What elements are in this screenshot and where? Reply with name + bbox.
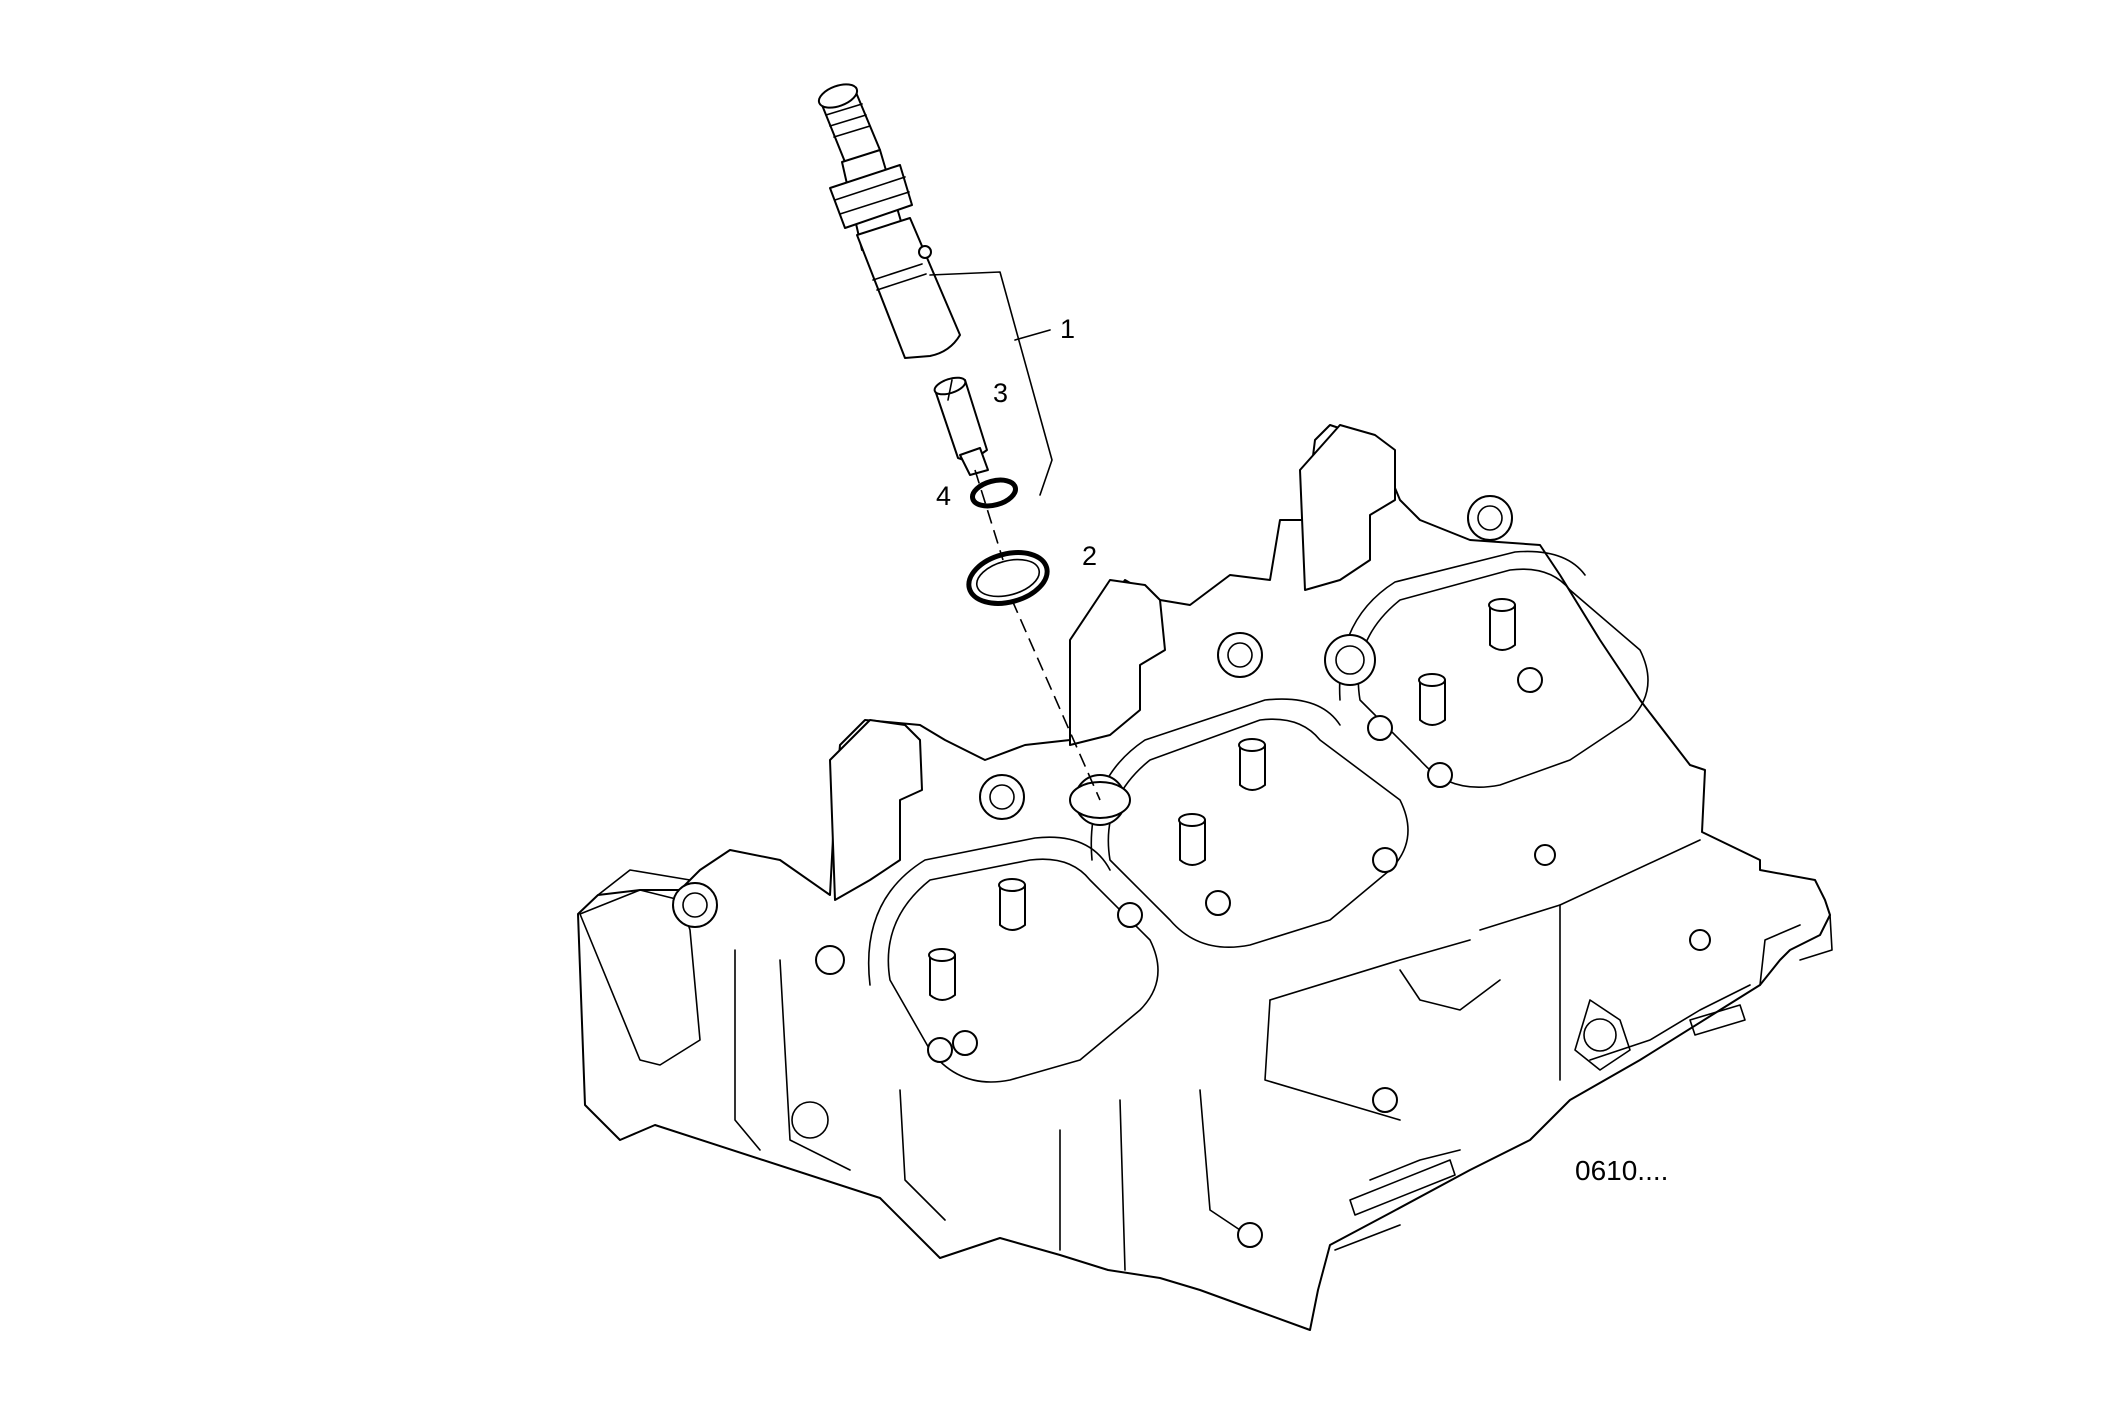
callout-2-label: 2 <box>1082 541 1097 571</box>
injector-holder <box>856 217 961 359</box>
drawing-code: 0610.... <box>1575 1155 1668 1186</box>
callout-4-label: 4 <box>936 481 951 511</box>
valve-chamber-3 <box>1357 568 1649 788</box>
valve-chamber-2 <box>1107 718 1409 948</box>
o-ring-small <box>970 477 1018 509</box>
fuel-injector <box>817 83 1053 496</box>
valve-chamber-1 <box>887 858 1159 1083</box>
callout-1-label: 1 <box>1060 314 1075 344</box>
rocker-tower-2 <box>1069 579 1166 746</box>
callout-1-leader <box>929 271 1053 496</box>
injector-nozzle <box>933 376 989 476</box>
rocker-tower-3 <box>1299 424 1396 591</box>
cylinder-head <box>577 424 1833 1331</box>
rocker-tower-1 <box>829 719 923 901</box>
cylinder-head-body <box>577 424 1831 1331</box>
sealing-washer <box>966 550 1050 606</box>
valve-stems <box>928 598 1516 1001</box>
assembly-centerline <box>974 469 1101 801</box>
callout-3-label: 3 <box>993 378 1008 408</box>
